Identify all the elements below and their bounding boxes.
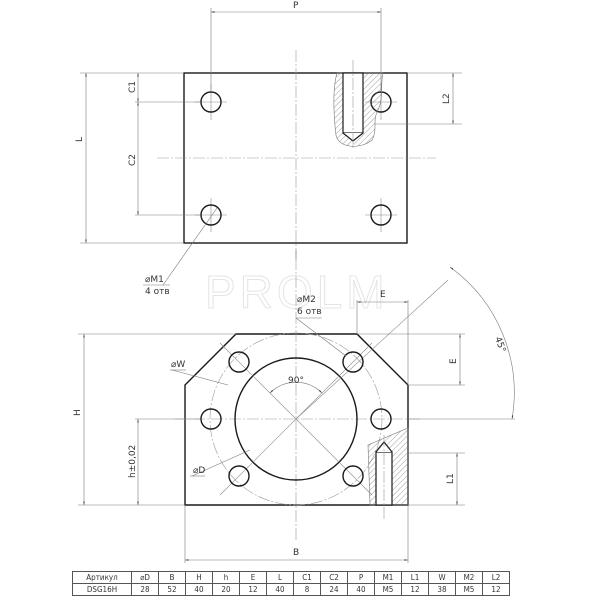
dim-label-C2: C2: [128, 154, 138, 166]
top-view: P L C1 C2 L2 ⌀M1 4 отв: [75, 1, 462, 297]
spec-cell: 40: [266, 583, 294, 596]
spec-cell: M5: [455, 583, 483, 596]
spec-cell: 52: [158, 583, 186, 596]
spec-header-cell: L: [266, 571, 294, 584]
front-view: 90° H h±0,02 ⌀W ⌀D B E: [73, 250, 515, 563]
spec-table-header-row: Артикул ⌀D B H h E L C1 C2 P M1 L1 W M2 …: [72, 571, 510, 584]
dim-label-D: ⌀D: [193, 466, 205, 476]
spec-header-cell: P: [347, 571, 375, 584]
dim-label-B: B: [293, 548, 299, 558]
spec-header-cell: W: [428, 571, 456, 584]
hole-m2-6: [342, 465, 364, 487]
spec-cell: 12: [239, 583, 267, 596]
dim-label-E-top: E: [380, 290, 386, 300]
spec-header-cell: Артикул: [72, 571, 132, 584]
callout-M2-count: 6 отв: [297, 307, 322, 317]
spec-cell: DSG16H: [72, 583, 132, 596]
spec-header-cell: E: [239, 571, 267, 584]
dim-label-C1: C1: [128, 81, 138, 93]
spec-cell: 38: [428, 583, 456, 596]
callout-M1-label: ⌀M1: [145, 275, 164, 285]
dim-label-L1: L1: [446, 473, 456, 484]
callout-M2-label: ⌀M2: [297, 295, 316, 305]
dim-label-L: L: [75, 137, 85, 142]
spec-header-cell: H: [185, 571, 213, 584]
spec-table: Артикул ⌀D B H h E L C1 C2 P M1 L1 W M2 …: [72, 571, 510, 596]
dim-label-h: h±0,02: [128, 445, 138, 478]
callout-M1-count: 4 отв: [145, 287, 170, 297]
dim-label-L2: L2: [442, 93, 452, 104]
hole-m1-br: [370, 204, 392, 226]
dim-label-W: ⌀W: [171, 360, 185, 370]
hole-m2-2: [342, 351, 364, 373]
spec-cell: 12: [482, 583, 510, 596]
spec-table-row: DSG16H 28 52 40 20 12 40 8 24 40 M5 12 3…: [72, 583, 510, 596]
spec-header-cell: ⌀D: [131, 571, 159, 584]
spec-cell: 28: [131, 583, 159, 596]
spec-header-cell: M2: [455, 571, 483, 584]
hole-m2-3: [200, 408, 222, 430]
spec-cell: 8: [293, 583, 321, 596]
spec-header-cell: B: [158, 571, 186, 584]
spec-header-cell: L1: [401, 571, 429, 584]
spec-cell: 40: [347, 583, 375, 596]
spec-header-cell: h: [212, 571, 240, 584]
dim-label-E-side: E: [449, 358, 459, 364]
bore-D: [234, 357, 358, 481]
watermark: PROLM: [205, 266, 389, 318]
hole-m2-1: [228, 351, 250, 373]
spec-header-cell: L2: [482, 571, 510, 584]
angle-90-label: 90°: [288, 376, 304, 386]
hole-m2-4: [370, 408, 392, 430]
spec-header-cell: C2: [320, 571, 348, 584]
spec-cell: 12: [401, 583, 429, 596]
dim-label-H: H: [73, 409, 83, 416]
hole-m1-bl: [200, 204, 222, 226]
spec-header-cell: C1: [293, 571, 321, 584]
angle-45-label: 45°: [492, 336, 507, 354]
spec-cell: 20: [212, 583, 240, 596]
spec-header-cell: M1: [374, 571, 402, 584]
dim-label-P: P: [293, 1, 299, 11]
hole-m2-5: [228, 465, 250, 487]
spec-cell: 40: [185, 583, 213, 596]
spec-cell: M5: [374, 583, 402, 596]
spec-cell: 24: [320, 583, 348, 596]
